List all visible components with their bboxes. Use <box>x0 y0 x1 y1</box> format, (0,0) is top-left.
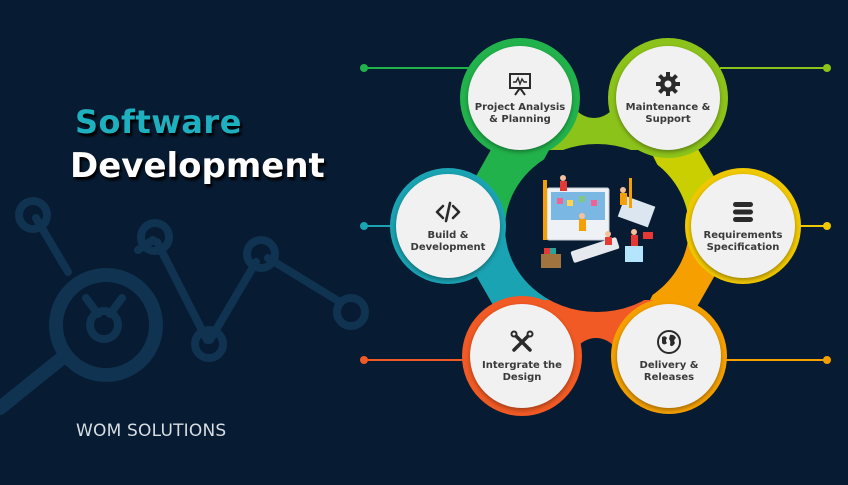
stage-label: Maintenance & <box>625 101 711 113</box>
brand-name: WOM SOLUTIONS <box>76 421 227 441</box>
decorative-chart-icon <box>0 197 369 415</box>
stage-label: Specification <box>706 241 780 253</box>
stage-project-analysis: Project Analysis & Planning <box>468 46 572 150</box>
stage-label: Project Analysis <box>474 101 566 113</box>
stage-label: Releases <box>643 371 695 383</box>
stage-delivery: Delivery & Releases <box>617 304 721 408</box>
stage-integrate: Intergrate the Design <box>470 304 574 408</box>
stage-label: Intergrate the <box>482 359 562 371</box>
presentation-chart-icon <box>509 72 531 96</box>
title-development: Development <box>70 146 325 186</box>
stage-label: Development <box>410 241 486 253</box>
tools-icon <box>510 330 534 352</box>
title-software: Software <box>75 103 242 141</box>
stage-label: Design <box>502 371 542 383</box>
database-icon <box>733 201 753 222</box>
code-icon <box>435 201 461 222</box>
stage-requirements: Requirements Specification <box>691 174 795 278</box>
stage-build: Build & Development <box>396 174 500 278</box>
globe-icon <box>657 329 681 354</box>
stage-maintenance: Maintenance & Support <box>616 46 720 150</box>
gear-icon <box>656 71 680 96</box>
connector-lines <box>360 64 831 364</box>
stage-label: & Planning <box>489 113 551 125</box>
stage-label: Delivery & <box>639 359 699 371</box>
stage-label: Build & <box>427 229 469 241</box>
stage-label: Requirements <box>703 229 783 241</box>
stage-label: Support <box>645 113 691 125</box>
team-illustration-icon <box>541 175 656 268</box>
